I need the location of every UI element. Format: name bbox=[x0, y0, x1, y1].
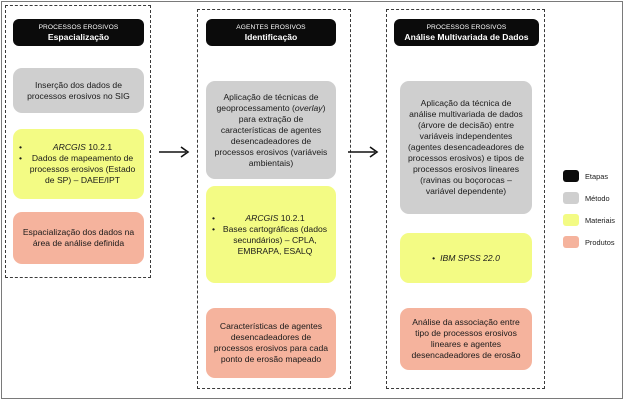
materials-list: ARCGIS 10.2.1 Bases cartográficas (dados… bbox=[212, 213, 330, 257]
flow-arrow-icon bbox=[159, 146, 190, 158]
material-item: Bases cartográficas (dados secundários) … bbox=[212, 224, 330, 257]
materials-box-identificacao: ARCGIS 10.2.1 Bases cartográficas (dados… bbox=[206, 186, 336, 283]
legend-label: Método bbox=[585, 193, 610, 203]
legend-label: Produtos bbox=[585, 237, 615, 247]
method-box-espacializacao: Inserção dos dados de processos erosivos… bbox=[13, 68, 144, 113]
legend-label: Etapas bbox=[585, 171, 609, 181]
material-item: ARCGIS 10.2.1 bbox=[212, 213, 330, 224]
stage-header-analise: PROCESSOS EROSIVOS Análise Multivariada … bbox=[394, 19, 539, 46]
stage-header-subtitle: AGENTES EROSIVOS bbox=[236, 23, 306, 31]
stage-header-title: Espacialização bbox=[47, 31, 110, 42]
column-analise-multivariada: PROCESSOS EROSIVOS Análise Multivariada … bbox=[386, 9, 545, 389]
material-item: Dados de mapeamento de processos erosivo… bbox=[19, 153, 138, 186]
legend-item-materiais: Materiais bbox=[563, 212, 615, 228]
method-box-identificacao: Aplicação de técnicas de geoprocessament… bbox=[206, 81, 336, 179]
stage-header-title: Análise Multivariada de Dados bbox=[404, 31, 529, 42]
legend-swatch bbox=[563, 236, 579, 248]
column-espacializacao: PROCESSOS EROSIVOS Espacialização Inserç… bbox=[5, 5, 151, 278]
stage-header-identificacao: AGENTES EROSIVOS Identificação bbox=[206, 19, 336, 46]
legend-swatch bbox=[563, 170, 579, 182]
material-text: 10.2.1 bbox=[85, 142, 113, 152]
material-italic: ARCGIS bbox=[245, 212, 279, 223]
method-text-part: ) para extração de características de ag… bbox=[214, 102, 328, 168]
material-item: IBM SPSS 22.0 bbox=[432, 253, 500, 264]
material-text: 10.2.1 bbox=[278, 212, 305, 223]
method-text-italic: overlay bbox=[294, 102, 323, 113]
product-box-espacializacao: Espacialização dos dados na área de anál… bbox=[13, 212, 144, 264]
stage-header-subtitle: PROCESSOS EROSIVOS bbox=[38, 23, 119, 31]
method-text: Aplicação da técnica de análise multivar… bbox=[407, 98, 525, 196]
materials-list: IBM SPSS 22.0 bbox=[432, 253, 500, 264]
method-text-part: Aplicação de técnicas de geoprocessament… bbox=[216, 91, 319, 113]
material-text: Bases cartográficas (dados secundários) … bbox=[222, 223, 328, 256]
column-identificacao: AGENTES EROSIVOS Identificação Aplicação… bbox=[197, 9, 351, 389]
method-text: Inserção dos dados de processos erosivos… bbox=[27, 79, 130, 101]
legend-label: Materiais bbox=[585, 215, 615, 225]
product-box-identificacao: Características de agentes desencadeador… bbox=[206, 308, 336, 378]
legend-item-metodo: Método bbox=[563, 190, 615, 206]
materials-list: ARCGIS 10.2.1 Dados de mapeamento de pro… bbox=[19, 142, 138, 186]
product-text: Características de agentes desencadeador… bbox=[213, 321, 329, 364]
method-box-analise: Aplicação da técnica de análise multivar… bbox=[400, 81, 532, 214]
material-italic: IBM SPSS 22.0 bbox=[440, 252, 500, 263]
materials-box-espacializacao: ARCGIS 10.2.1 Dados de mapeamento de pro… bbox=[13, 129, 144, 199]
legend: Etapas Método Materiais Produtos bbox=[563, 168, 615, 256]
product-text: Espacialização dos dados na área de anál… bbox=[22, 227, 135, 248]
material-item: ARCGIS 10.2.1 bbox=[19, 142, 138, 153]
product-text: Análise da associação entre tipo de proc… bbox=[411, 317, 521, 360]
flow-arrow-icon bbox=[348, 146, 379, 158]
legend-swatch bbox=[563, 214, 579, 226]
material-italic: ARCGIS bbox=[52, 142, 86, 152]
legend-item-produtos: Produtos bbox=[563, 234, 615, 250]
stage-header-espacializacao: PROCESSOS EROSIVOS Espacialização bbox=[13, 19, 144, 46]
material-text: Dados de mapeamento de processos erosivo… bbox=[29, 153, 136, 185]
legend-swatch bbox=[563, 192, 579, 204]
stage-header-subtitle: PROCESSOS EROSIVOS bbox=[426, 23, 507, 31]
materials-box-analise: IBM SPSS 22.0 bbox=[400, 233, 532, 283]
stage-header-title: Identificação bbox=[244, 31, 298, 42]
method-text: Aplicação de técnicas de geoprocessament… bbox=[212, 92, 330, 169]
legend-item-etapas: Etapas bbox=[563, 168, 615, 184]
product-box-analise: Análise da associação entre tipo de proc… bbox=[400, 308, 532, 370]
